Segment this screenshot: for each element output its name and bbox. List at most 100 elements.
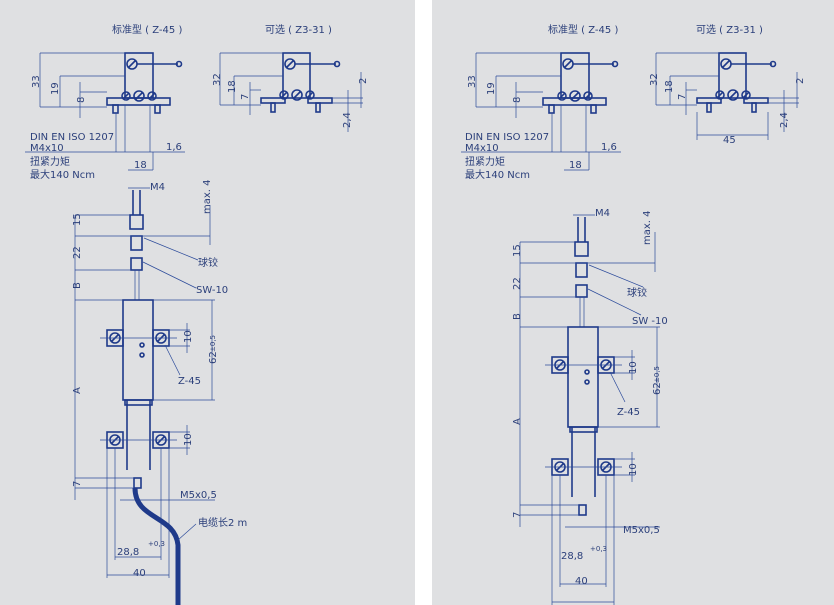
drawing-rect [133,477,142,489]
label-sw: SW -10 [632,316,668,327]
tolerance: +0,3 [148,540,165,548]
drawing-line [177,523,197,541]
dim: 22 [512,277,523,290]
label-ball-joint: 球铰 [627,286,647,299]
dim: B [512,313,523,320]
drawing-rect [574,241,589,257]
drawing-geometry [25,52,799,605]
drawing-line [609,371,626,403]
title-optional: 可选 ( Z3-31 ) [265,23,332,36]
right-drawing-panel [432,0,834,605]
drawing-rect [122,299,154,401]
drawing-rect [567,326,599,428]
screw-icon [121,91,131,101]
dim: M4 [150,182,165,193]
dim: 28,8 [561,551,583,562]
indicator-icon [584,379,590,385]
rod-end-icon [611,60,619,68]
dim: 1,6 [601,142,617,153]
dim: 10 [183,433,194,446]
dim: 2,4 [779,112,790,128]
screw-icon [715,90,725,100]
dim: B [72,282,83,289]
dim: 8 [512,97,523,103]
drawing-rect [130,235,143,251]
drawing-line [558,92,566,100]
drawing-rect [590,104,597,114]
drawing-line [280,91,288,99]
screw-icon [727,89,739,101]
title-optional: 可选 ( Z3-31 ) [696,23,763,36]
drawing-rect [542,97,607,106]
title-standard: 标准型 ( Z-45 ) [112,23,182,36]
note: DIN EN ISO 1207 [465,132,549,143]
drawing-line [164,344,181,376]
note: 扭紧力矩 [465,155,505,168]
dim: max. 4 [642,210,653,245]
note: M4x10 [465,143,499,154]
dim: M4 [595,208,610,219]
dim: 19 [486,82,497,95]
drawing-line [588,264,644,288]
dim: 62 [208,351,219,364]
note: M4x10 [30,143,64,154]
dim: max. 4 [202,179,213,214]
dim: 7 [240,94,251,100]
drawing-rect [578,504,587,516]
drawing-rect [129,214,144,230]
note: 最大140 Ncm [30,168,95,181]
rod-end-icon [333,60,341,68]
drawing-line [584,92,592,100]
dim: 18 [569,160,582,171]
drawing-rect [154,104,161,114]
drawing-line [742,91,750,99]
rod-end-icon [769,60,777,68]
indicator-icon [584,369,590,375]
drawing-line [148,92,156,100]
dim: 33 [31,75,42,88]
dim: 40 [575,576,588,587]
right-labels: 标准型 ( Z-45 ) 可选 ( Z3-31 ) 33 19 8 32 18 … [465,23,806,587]
dim: 10 [628,463,639,476]
dim: 62 [652,382,663,395]
drawing-rect [282,52,311,99]
screw-icon [279,90,289,100]
dim: 32 [212,73,223,86]
drawing-rect [569,426,598,433]
dim: M5x0,5 [623,525,660,536]
drawing-line [728,90,738,100]
dim: 32 [649,73,660,86]
dim: 7 [72,481,83,487]
dim: 2 [795,78,806,84]
dim: 7 [512,512,523,518]
drawing-line [285,59,295,69]
drawing-line [306,91,314,99]
label-clamp: Z-45 [178,376,201,387]
drawing-line [122,92,130,100]
tolerance: ±0,5 [653,366,661,383]
dim: 33 [467,75,478,88]
dim: 15 [512,244,523,257]
drawing-rect [112,104,119,114]
dim: M5x0,5 [180,490,217,501]
screw-icon [557,91,567,101]
note: DIN EN ISO 1207 [30,132,114,143]
drawing-rect [718,52,747,99]
drawing-line [587,288,642,316]
screw-icon [569,90,581,102]
tolerance: ±0,5 [209,335,217,352]
label-clamp: Z-45 [617,407,640,418]
drawing-line [716,91,724,99]
drawing-rect [124,399,153,406]
label-cable: 电缆长2 m [198,516,247,529]
dim: 10 [628,361,639,374]
label-sw: SW-10 [196,285,228,296]
dim: 18 [134,160,147,171]
drawing-rect [106,97,171,106]
dim: 45 [723,135,736,146]
drawing-line [570,91,580,101]
drawing-line [563,59,573,69]
label-ball-joint: 球铰 [198,256,218,269]
screw-icon [291,89,303,101]
